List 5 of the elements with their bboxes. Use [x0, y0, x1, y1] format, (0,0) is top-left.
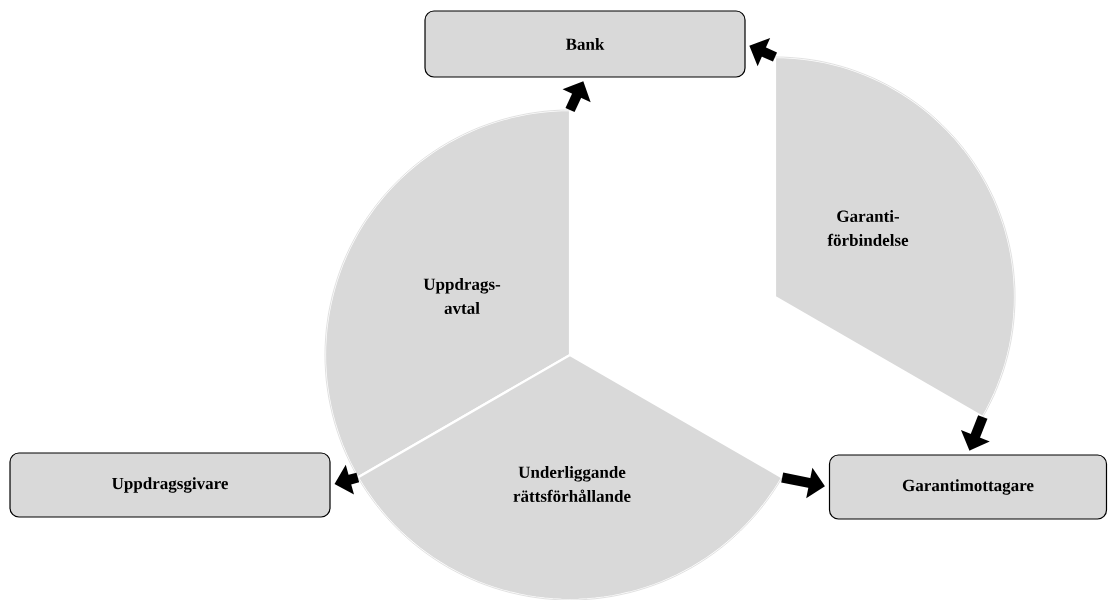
label-box: Bank — [424, 10, 746, 78]
label-box: Garantimottagare — [828, 454, 1108, 520]
label-box: Uppdragsgivare — [9, 452, 331, 518]
pie-sector: Underliggande rättsförhållande — [356, 353, 784, 600]
pie-sector: Garanti- förbindelse — [773, 55, 1017, 419]
